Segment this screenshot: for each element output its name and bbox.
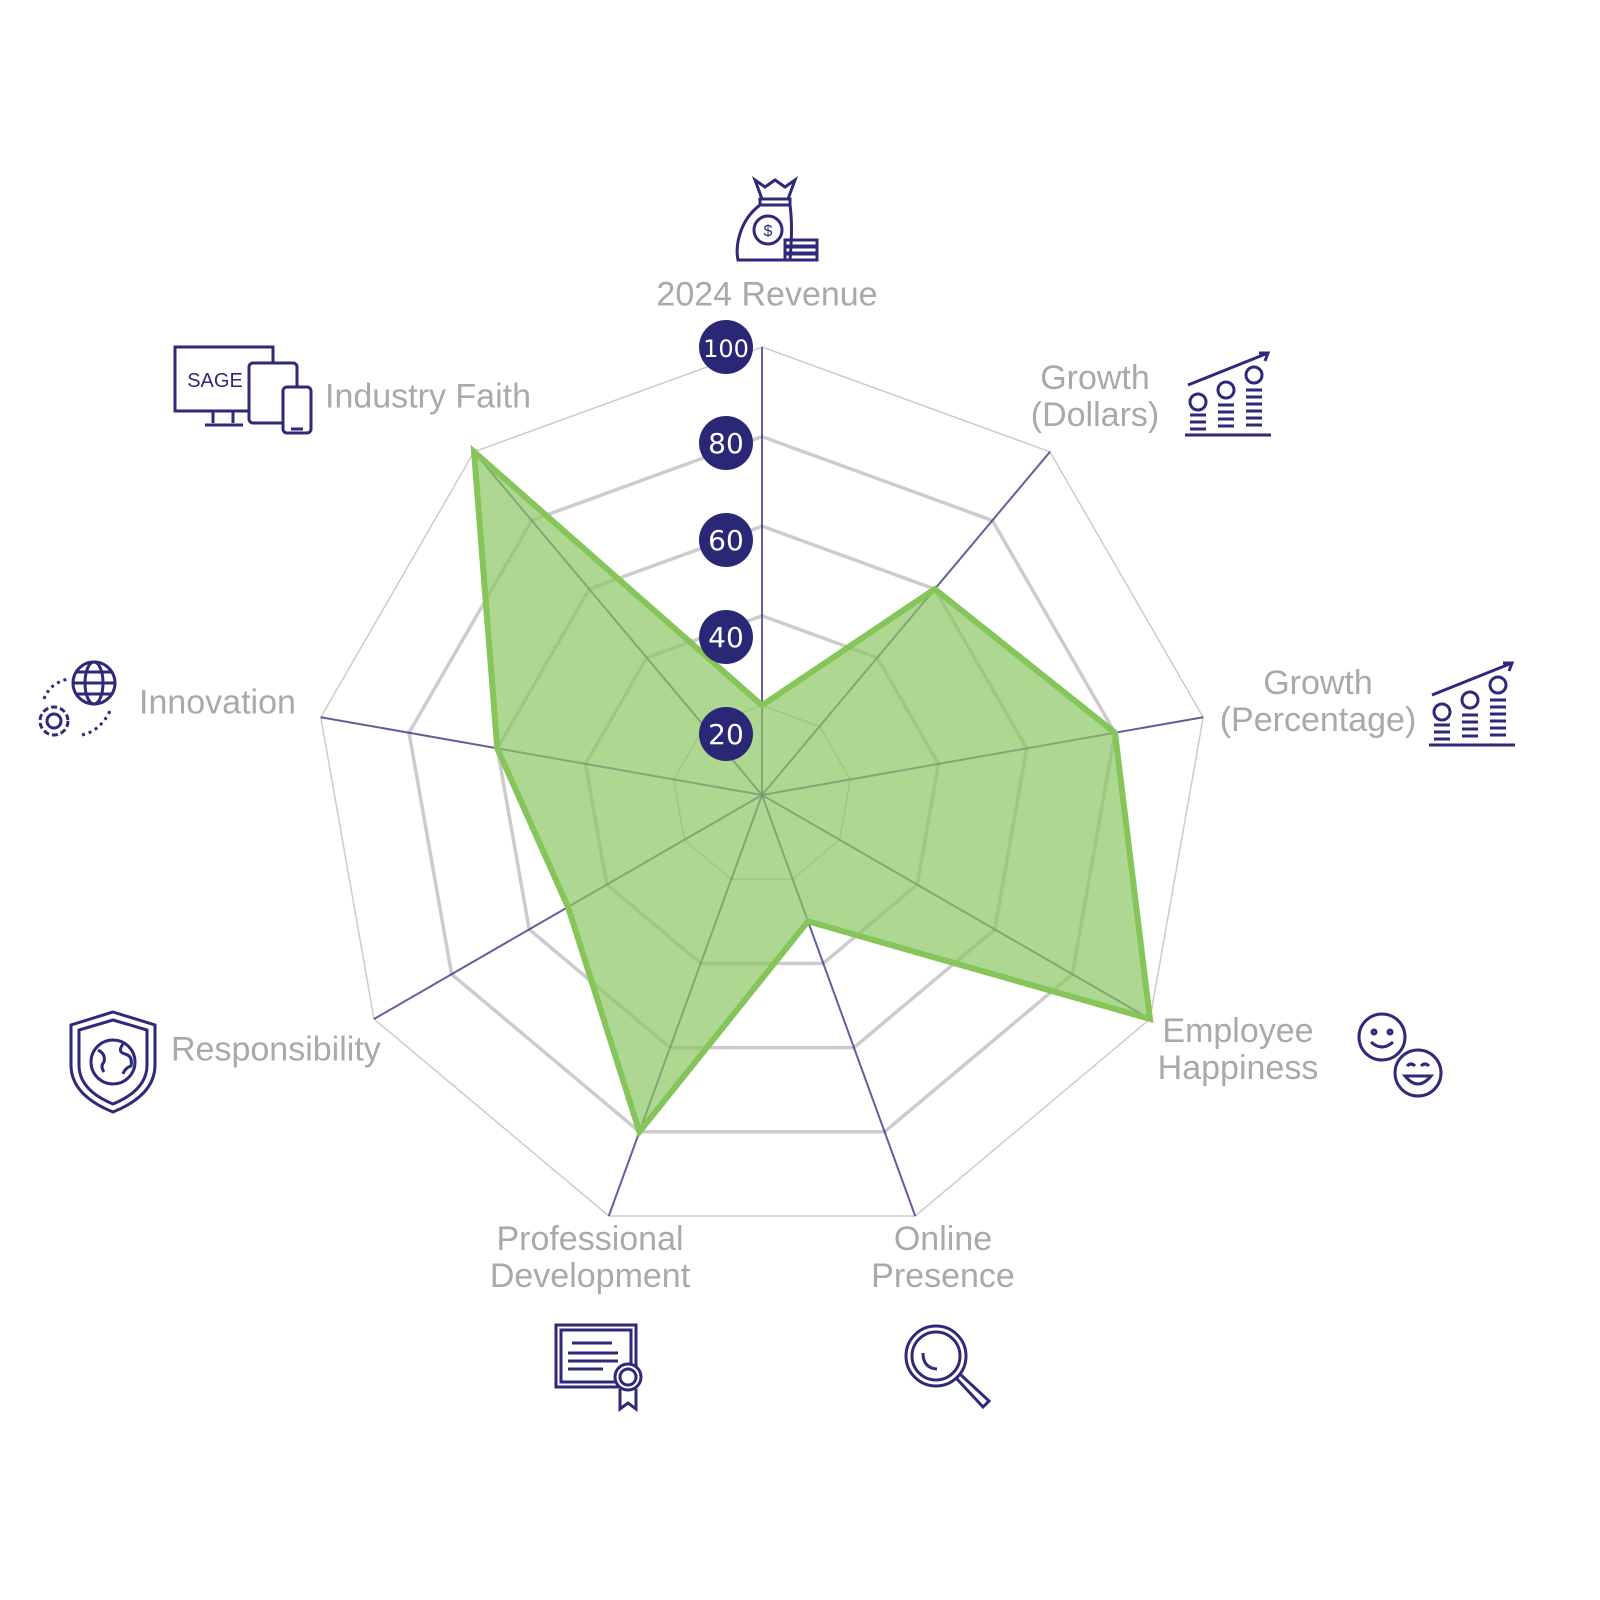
axis-label-responsibility: Responsibility — [171, 1030, 381, 1069]
tick-badge-40 — [699, 610, 753, 664]
tick-badge-20 — [699, 707, 753, 761]
data-point-1 — [933, 588, 936, 591]
axis-label-innovation: Innovation — [139, 683, 296, 722]
tick-badge-80 — [699, 416, 753, 470]
data-point-6 — [567, 906, 570, 908]
series-outline — [470, 444, 1154, 1139]
axis-label-professional-development: Professional Development — [489, 1220, 691, 1295]
axis-label-revenue: 2024 Revenue — [656, 275, 878, 314]
tick-label-40: 40 — [708, 621, 744, 654]
axis-label-employee-happiness: Employee Happiness — [1157, 1012, 1319, 1087]
data-point-5 — [638, 1130, 641, 1133]
axis-label-growth-percentage: Growth (Percentage) — [1219, 664, 1417, 739]
devices-icon: SAGE — [173, 345, 313, 435]
axis-label-industry-faith: Industry Faith — [325, 377, 531, 416]
globe-gear-icon — [32, 659, 124, 751]
tick-label-100: 100 — [703, 335, 749, 363]
tick-label-80: 80 — [708, 427, 744, 460]
data-point-8 — [473, 450, 476, 453]
tick-label-20: 20 — [708, 718, 744, 751]
data-point-2 — [1113, 731, 1116, 734]
growth-coins-icon — [1183, 350, 1273, 440]
magnifier-icon — [903, 1323, 993, 1413]
axis-label-growth-dollars: Growth (Dollars) — [1030, 359, 1160, 434]
axis-label-online-presence: Online Presence — [871, 1220, 1015, 1295]
money-bag-icon: $ — [730, 175, 820, 265]
smiley-faces-icon — [1355, 1010, 1445, 1100]
tick-label-60: 60 — [708, 524, 744, 557]
svg-text:$: $ — [764, 223, 773, 240]
growth-percentage-coins-icon — [1427, 660, 1517, 750]
data-point-0 — [761, 704, 763, 707]
grid-ring-80 — [407, 434, 1117, 1134]
shield-globe-icon — [68, 1010, 158, 1114]
sage-logo-text: SAGE — [187, 370, 243, 392]
tick-badge-60 — [699, 513, 753, 567]
certificate-icon — [554, 1323, 646, 1413]
data-point-3 — [1148, 1018, 1151, 1020]
data-point-4 — [806, 920, 809, 923]
tick-badge-100 — [699, 320, 753, 374]
series-area — [474, 451, 1150, 1132]
grid-ring-100 — [320, 346, 1204, 1217]
data-point-7 — [496, 747, 499, 750]
